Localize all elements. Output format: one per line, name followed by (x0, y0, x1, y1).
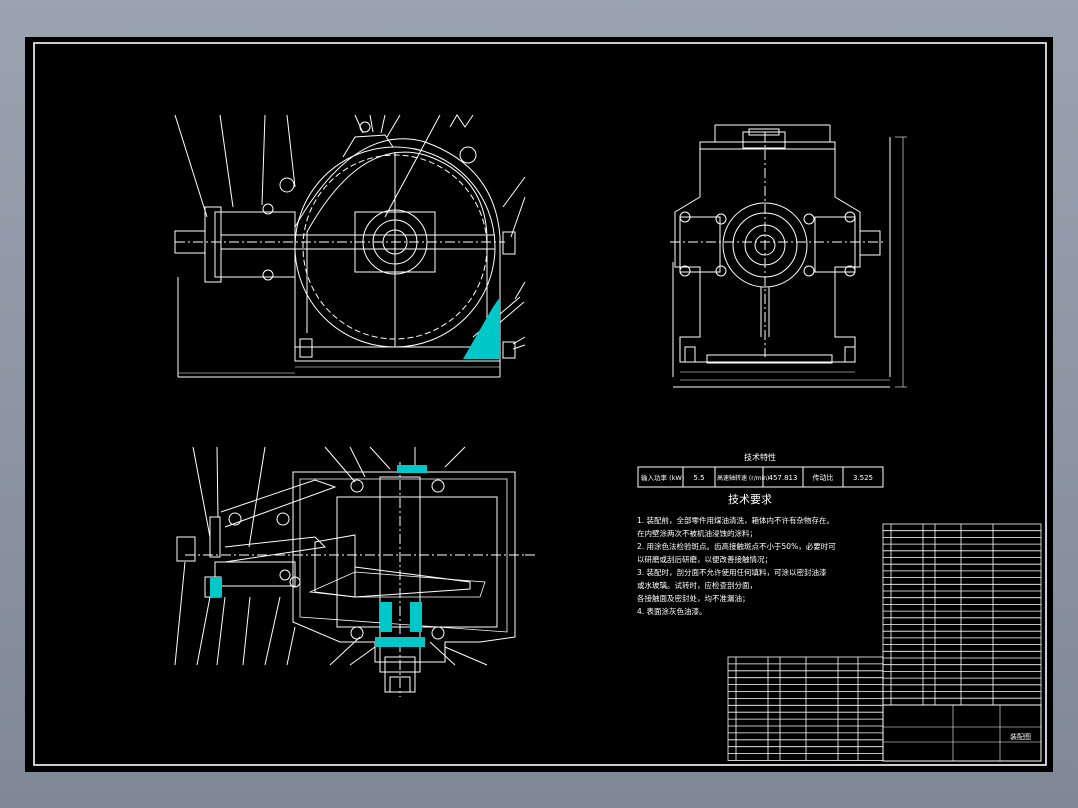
tech-param-cell: 3.525 (853, 474, 873, 482)
requirement-line: 2. 用涂色法检验斑点。齿高接触斑点不小于50%，必要时可 (637, 541, 836, 551)
front-view (174, 114, 526, 378)
tech-param-cell: 5.5 (693, 474, 704, 482)
requirement-line: 3. 装配时，剖分面不允许使用任何填料，可涂以密封油漆 (637, 567, 827, 577)
tech-params-heading: 技术特性 (744, 452, 776, 462)
parts-list-right (882, 523, 1042, 706)
tech-param-cell: 457.813 (769, 474, 798, 482)
title-block: 装配图 (882, 704, 1042, 762)
drawing-canvas: 技术特性 输入功率 (kW) 5.5 高速轴转速 (r/min) 457.813… (33, 42, 1047, 766)
tech-requirements-heading: 技术要求 (728, 493, 772, 506)
parts-list-left (727, 656, 884, 761)
tech-requirements: 技术要求 1. 装配前，全部零件用煤油清洗，箱体内不许有杂物存在。 在内壁涂两次… (637, 493, 836, 616)
plan-section-view (174, 446, 535, 697)
requirement-line: 4. 表面涂灰色油漆。 (637, 606, 707, 616)
drawing-sheet: 技术特性 输入功率 (kW) 5.5 高速轴转速 (r/min) 457.813… (25, 37, 1053, 772)
tech-param-cell: 输入功率 (kW) (641, 473, 684, 482)
requirement-line: 在内壁涂两次不被机油浸蚀的涂料； (637, 528, 757, 538)
requirement-line: 1. 装配前，全部零件用煤油清洗，箱体内不许有杂物存在。 (637, 515, 834, 525)
parts-list-frame (727, 656, 884, 761)
side-view (670, 124, 907, 388)
requirement-line: 或水玻璃。试转时，应检查剖分面， (637, 580, 757, 590)
title-block-label: 装配图 (1010, 732, 1031, 741)
drawing-border (33, 42, 1047, 766)
requirement-line: 以研磨或刮后研磨，以便改善接触情况； (637, 554, 772, 564)
tech-params-table: 技术特性 输入功率 (kW) 5.5 高速轴转速 (r/min) 457.813… (637, 452, 884, 488)
requirement-line: 各接触面及密封处，均不准漏油； (637, 593, 750, 603)
tech-param-cell: 高速轴转速 (r/min) (717, 474, 769, 482)
front-view-dim-text (178, 366, 500, 374)
tech-param-cell: 传动比 (813, 473, 834, 482)
